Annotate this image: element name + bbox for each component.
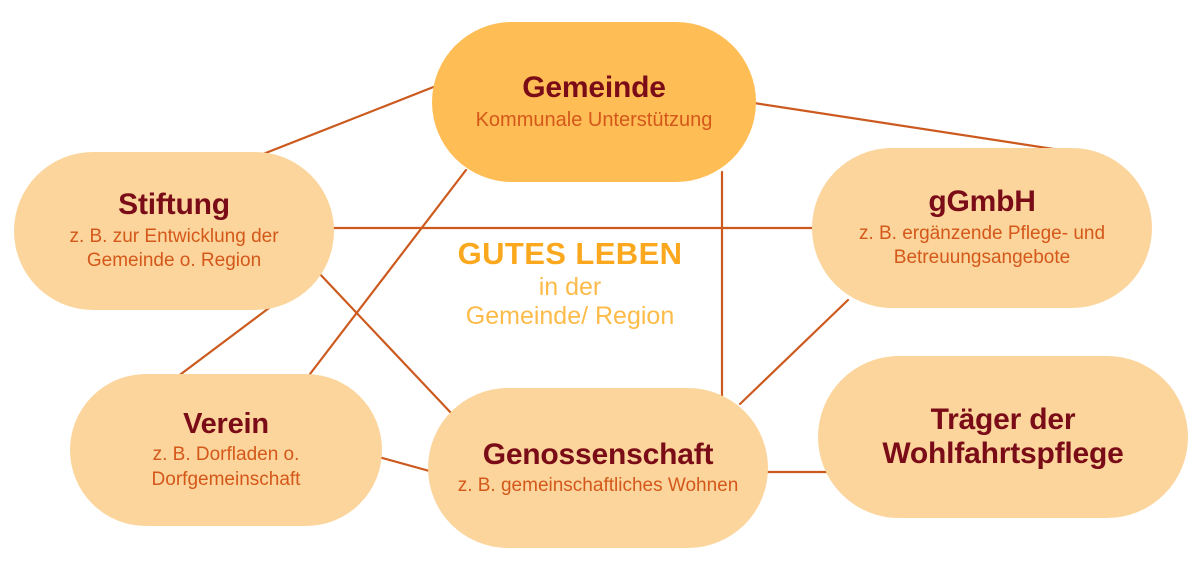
center-label: GUTES LEBEN in der Gemeinde/ Region xyxy=(400,236,740,331)
node-traeger[interactable]: Träger der Wohlfahrtspflege xyxy=(818,356,1188,518)
connector-ggmbh-genossenschaft xyxy=(738,298,850,406)
node-verein[interactable]: Verein z. B. Dorfladen o. Dorfgemeinscha… xyxy=(70,374,382,526)
node-stiftung-title: Stiftung xyxy=(118,188,230,222)
node-genossenschaft-title: Genossenschaft xyxy=(482,437,714,471)
center-subtitle-line-2: Gemeinde/ Region xyxy=(465,301,675,330)
node-genossenschaft[interactable]: Genossenschaft z. B. gemeinschaftliches … xyxy=(428,388,768,548)
node-genossenschaft-subtitle: z. B. gemeinschaftliches Wohnen xyxy=(457,475,739,497)
node-ggmbh-title: gGmbH xyxy=(928,185,1036,219)
node-verein-subtitle: z. B. Dorfladen o. Dorfgemeinschaft xyxy=(151,444,301,490)
center-headline: GUTES LEBEN xyxy=(457,236,683,271)
node-stiftung[interactable]: Stiftung z. B. zur Entwicklung der Gemei… xyxy=(14,152,334,310)
connector-gemeinde-ggmbh xyxy=(752,101,1062,152)
node-ggmbh[interactable]: gGmbH z. B. ergänzende Pflege- und Betre… xyxy=(812,148,1152,308)
center-subtitle-line-1: in der xyxy=(538,272,602,301)
node-gemeinde-title: Gemeinde xyxy=(522,70,666,104)
node-verein-title: Verein xyxy=(183,407,269,440)
node-ggmbh-subtitle: z. B. ergänzende Pflege- und Betreuungsa… xyxy=(858,222,1106,269)
node-traeger-title: Träger der Wohlfahrtspflege xyxy=(882,403,1124,470)
node-stiftung-subtitle: z. B. zur Entwicklung der Gemeinde o. Re… xyxy=(69,225,279,272)
node-gemeinde-subtitle: Kommunale Unterstützung xyxy=(475,108,713,131)
node-gemeinde[interactable]: Gemeinde Kommunale Unterstützung xyxy=(432,22,756,182)
